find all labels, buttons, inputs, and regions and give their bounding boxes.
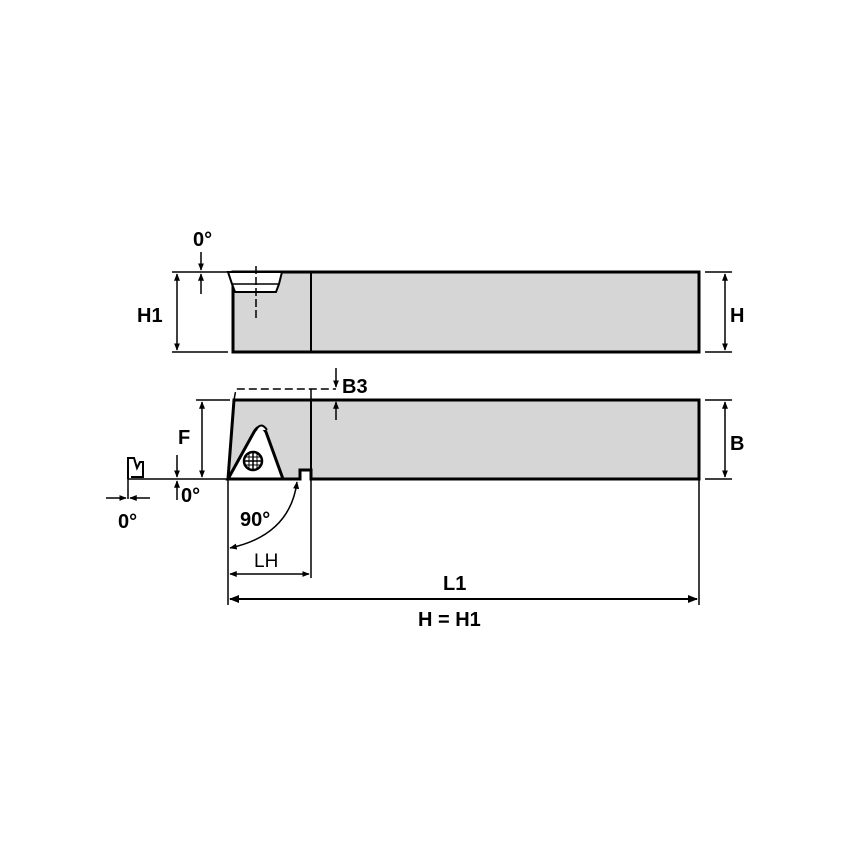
top-view: B3 F 0° 0° 90° LH L1 H = H1 — [106, 368, 744, 631]
top-view-shank — [226, 398, 701, 481]
rake-angle-label: 0° — [193, 229, 212, 251]
f-label: F — [178, 427, 190, 449]
b3-label: B3 — [342, 376, 368, 398]
insert-profile-icon — [127, 457, 144, 479]
side-view-shank — [231, 270, 701, 354]
b-label: B — [730, 433, 744, 455]
h-label: H — [730, 305, 744, 327]
side-view-insert — [226, 271, 284, 293]
side-view: H1 0° H — [137, 229, 744, 354]
inclination-angle-label: 0° — [118, 511, 137, 533]
h1-label: H1 — [137, 305, 163, 327]
lead-angle-arc — [229, 481, 300, 550]
h-equals-h1-note: H = H1 — [418, 609, 481, 631]
triangular-insert — [225, 424, 286, 481]
clearance-angle-label: 0° — [181, 485, 200, 507]
l1-label: L1 — [443, 573, 466, 595]
lead-angle-label: 90° — [240, 509, 270, 531]
lh-label: LH — [254, 551, 278, 572]
